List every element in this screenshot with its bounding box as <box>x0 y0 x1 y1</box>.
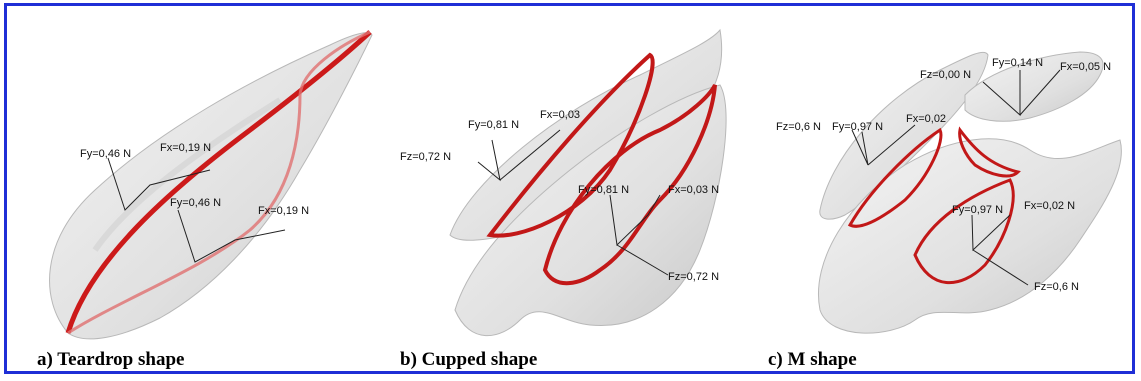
label-a4: Fx=0,19 N <box>258 205 309 217</box>
label-c5: Fy=0,14 N <box>992 57 1043 69</box>
label-c8: Fx=0,02 N <box>1024 200 1075 212</box>
caption-b: b) Cupped shape <box>400 349 537 370</box>
label-b4: Fy=0,81 N <box>578 184 629 196</box>
caption-a: a) Teardrop shape <box>37 349 184 370</box>
label-b3: Fx=0,03 <box>540 109 580 121</box>
label-c9: Fz=0,6 N <box>1034 281 1079 293</box>
label-b6: Fz=0,72 N <box>668 271 719 283</box>
label-c1: Fz=0,6 N <box>776 121 821 133</box>
label-a3: Fy=0,46 N <box>170 197 221 209</box>
label-c2: Fy=0,97 N <box>832 121 883 133</box>
label-a2: Fx=0,19 N <box>160 142 211 154</box>
panel-m: Fz=0,6 N Fy=0,97 N Fx=0,02 Fz=0,00 N Fy=… <box>768 52 1121 370</box>
label-b5: Fx=0,03 N <box>668 184 719 196</box>
label-c6: Fx=0,05 N <box>1060 61 1111 73</box>
panel-cupped: Fz=0,72 N Fy=0,81 N Fx=0,03 Fy=0,81 N Fx… <box>400 30 726 370</box>
teardrop-body <box>50 33 372 339</box>
label-b1: Fz=0,72 N <box>400 151 451 163</box>
label-c4: Fz=0,00 N <box>920 69 971 81</box>
label-a1: Fy=0,46 N <box>80 148 131 160</box>
label-c7: Fy=0,97 N <box>952 204 1003 216</box>
label-c3: Fx=0,02 <box>906 113 946 125</box>
label-b2: Fy=0,81 N <box>468 119 519 131</box>
caption-c: c) M shape <box>768 349 857 370</box>
panel-teardrop: Fy=0,46 N Fx=0,19 N Fy=0,46 N Fx=0,19 N … <box>37 32 372 370</box>
